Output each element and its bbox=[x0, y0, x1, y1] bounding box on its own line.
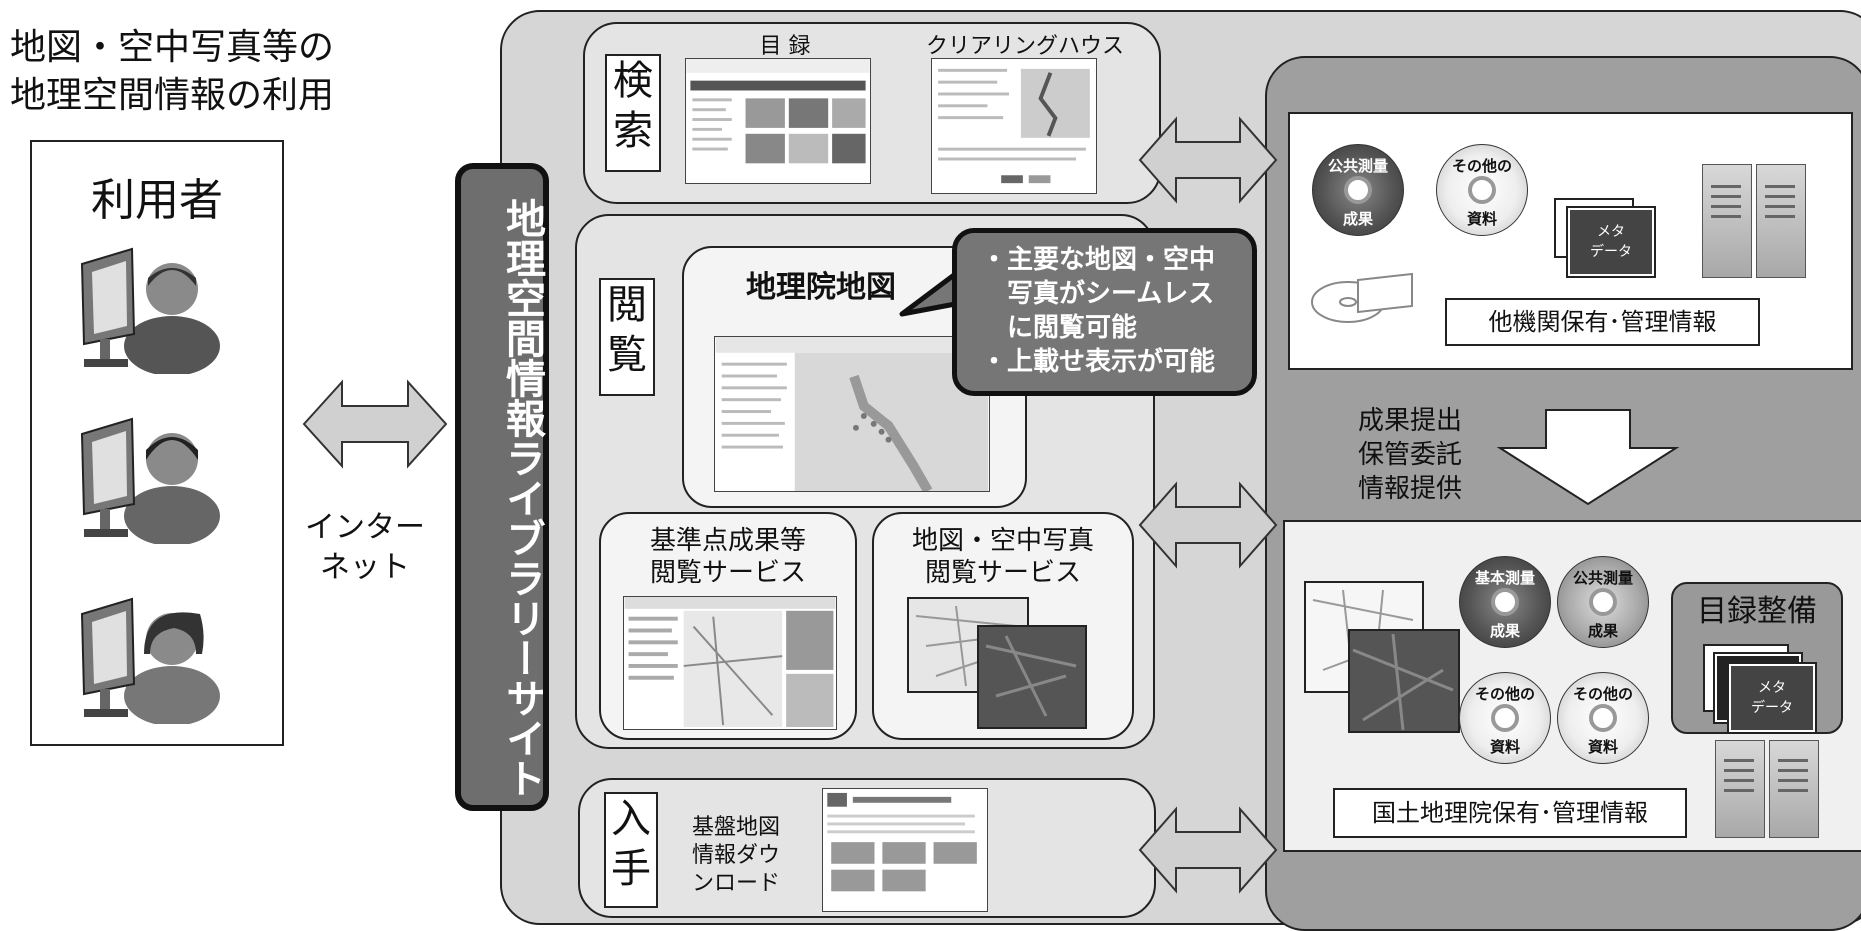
public-survey-disc-icon: 公共測量 成果 bbox=[1312, 144, 1404, 236]
server-icon bbox=[1756, 164, 1806, 278]
download-desc-line-1: 基盤地図 bbox=[692, 815, 781, 840]
metadata-icon: メタ データ bbox=[1729, 664, 1815, 732]
browse-label-line-1: 閲 bbox=[607, 282, 647, 328]
browse-exchange-arrow bbox=[1138, 481, 1278, 569]
control-point-service-line-1: 基準点成果等 bbox=[649, 526, 806, 556]
flow-labels: 成果提出 保管委託 情報提供 bbox=[1358, 404, 1462, 506]
basic-survey-disc-icon: 基本測量 成果 bbox=[1459, 556, 1551, 648]
map-photo-service-line-2: 閲覧サービス bbox=[924, 558, 1081, 588]
disc-bottom-label: 資料 bbox=[1489, 738, 1520, 756]
download-desc-line-2: 情報ダウ bbox=[692, 843, 781, 868]
other-materials-disc-icon: その他の 資料 bbox=[1459, 672, 1551, 764]
control-point-service-screenshot[interactable] bbox=[623, 596, 837, 730]
title-line-2: 地理空間情報の利用 bbox=[10, 75, 335, 116]
disc-case-icon bbox=[1311, 272, 1413, 323]
other-org-box: 公共測量 成果 その他の 資料 メタ データ 他機関保有･管理情報 bbox=[1288, 112, 1853, 370]
disc-bottom-label: 資料 bbox=[1466, 210, 1497, 228]
server-icon bbox=[1715, 740, 1765, 838]
download-desc-line-3: ンロード bbox=[692, 871, 781, 896]
internet-label: インター ネット bbox=[290, 508, 440, 588]
obtain-exchange-arrow bbox=[1138, 806, 1278, 894]
disc-bottom-label: 成果 bbox=[1587, 622, 1618, 640]
bubble-line-3: に閲覧可能 bbox=[1007, 313, 1138, 343]
disc-top-label: その他の bbox=[1572, 685, 1633, 703]
title-line-1: 地図・空中写真等の bbox=[10, 27, 335, 68]
gsi-holdings-label: 国土地理院保有･管理情報 bbox=[1333, 788, 1687, 838]
page-title: 地図・空中写真等の 地理空間情報の利用 bbox=[10, 24, 334, 120]
browse-label-line-2: 覧 bbox=[607, 332, 647, 378]
other-org-label: 他機関保有･管理情報 bbox=[1445, 298, 1760, 346]
bubble-line-2: 写真がシームレス bbox=[1007, 279, 1215, 309]
disc-top-label: その他の bbox=[1474, 685, 1535, 703]
internet-line-2: ネット bbox=[320, 550, 410, 585]
gsi-maps-screenshot[interactable] bbox=[714, 336, 990, 492]
server-icon bbox=[1702, 164, 1752, 278]
user-computer-icon bbox=[80, 417, 220, 544]
control-point-service-line-2: 閲覧サービス bbox=[649, 558, 806, 588]
download-screenshot[interactable] bbox=[822, 788, 988, 912]
clearinghouse-caption: クリアリングハウス bbox=[925, 34, 1124, 59]
server-icon bbox=[1769, 740, 1819, 838]
catalog-screenshot[interactable] bbox=[685, 58, 871, 184]
submission-down-arrow bbox=[1496, 409, 1680, 506]
search-label: 検 索 bbox=[605, 54, 661, 172]
metadata-icon: メタ データ bbox=[1568, 208, 1654, 276]
internet-line-1: インター bbox=[305, 510, 425, 545]
gsi-maps-title: 地理院地図 bbox=[746, 270, 896, 305]
map-photo-images bbox=[907, 597, 1087, 729]
obtain-section: 入 手 基盤地図 情報ダウ ンロード bbox=[578, 778, 1156, 918]
metadata-line-2: データ bbox=[1751, 700, 1793, 716]
gsi-maps-bubble: ・主要な地図・空中 写真がシームレス に閲覧可能 ・上載せ表示が可能 bbox=[952, 228, 1257, 396]
gsi-holdings-box: 基本測量 成果 公共測量 成果 その他の 資料 その他の 資料 目録整備 メタ … bbox=[1283, 520, 1861, 852]
flow-line-2: 保管委託 bbox=[1358, 440, 1463, 470]
disc-bottom-label: 資料 bbox=[1587, 738, 1618, 756]
bubble-line-1: ・主要な地図・空中 bbox=[981, 245, 1216, 275]
browse-section: 閲 覧 地理院地図 基準点成果等 閲覧サービス 地図・空中写真 閲覧サービス bbox=[575, 214, 1155, 749]
flow-line-3: 情報提供 bbox=[1358, 474, 1463, 504]
map-photo-service-line-1: 地図・空中写真 bbox=[911, 526, 1094, 556]
search-label-line-1: 検 bbox=[613, 58, 653, 104]
disc-bottom-label: 成果 bbox=[1342, 210, 1373, 228]
map-photo-service-card[interactable]: 地図・空中写真 閲覧サービス bbox=[872, 512, 1134, 740]
flow-line-1: 成果提出 bbox=[1358, 406, 1463, 436]
disc-top-label: 公共測量 bbox=[1572, 569, 1633, 587]
library-site-bar[interactable]: 地理空間情報ライブラリーサイト bbox=[455, 163, 549, 811]
search-exchange-arrow bbox=[1138, 116, 1278, 204]
disc-top-label: その他の bbox=[1451, 157, 1512, 175]
library-site-label: 地理空間情報ライブラリーサイト bbox=[499, 198, 545, 798]
other-materials-disc-icon: その他の 資料 bbox=[1557, 672, 1649, 764]
metadata-line-1: メタ bbox=[1758, 680, 1786, 696]
user-computer-icon bbox=[80, 597, 220, 724]
user-computer-icon bbox=[80, 247, 220, 374]
users-label: 利用者 bbox=[91, 175, 223, 226]
catalog-maintenance-box: 目録整備 メタ データ bbox=[1671, 582, 1843, 734]
search-label-line-2: 索 bbox=[613, 108, 653, 154]
internet-double-arrow bbox=[302, 379, 448, 469]
disc-top-label: 公共測量 bbox=[1327, 157, 1388, 175]
obtain-label: 入 手 bbox=[604, 792, 658, 908]
obtain-label-line-1: 入 bbox=[611, 796, 651, 842]
disc-top-label: 基本測量 bbox=[1474, 569, 1535, 587]
catalog-maintenance-label: 目録整備 bbox=[1697, 594, 1817, 629]
users-box: 利用者 bbox=[30, 140, 284, 746]
public-survey-disc-icon: 公共測量 成果 bbox=[1557, 556, 1649, 648]
catalog-caption: 目 録 bbox=[759, 34, 811, 59]
browse-label: 閲 覧 bbox=[599, 278, 655, 396]
bubble-line-4: ・上載せ表示が可能 bbox=[981, 347, 1216, 377]
map-sheet-images bbox=[1304, 581, 1460, 733]
download-description: 基盤地図 情報ダウ ンロード bbox=[692, 814, 780, 898]
obtain-label-line-2: 手 bbox=[611, 846, 651, 892]
clearinghouse-screenshot[interactable] bbox=[931, 58, 1097, 194]
control-point-service-card[interactable]: 基準点成果等 閲覧サービス bbox=[599, 512, 857, 740]
metadata-line-1: メタ bbox=[1597, 224, 1625, 240]
other-materials-disc-icon: その他の 資料 bbox=[1436, 144, 1528, 236]
search-section: 検 索 目 録 クリアリングハウス bbox=[583, 22, 1161, 204]
disc-bottom-label: 成果 bbox=[1489, 622, 1520, 640]
metadata-line-2: データ bbox=[1590, 244, 1632, 260]
